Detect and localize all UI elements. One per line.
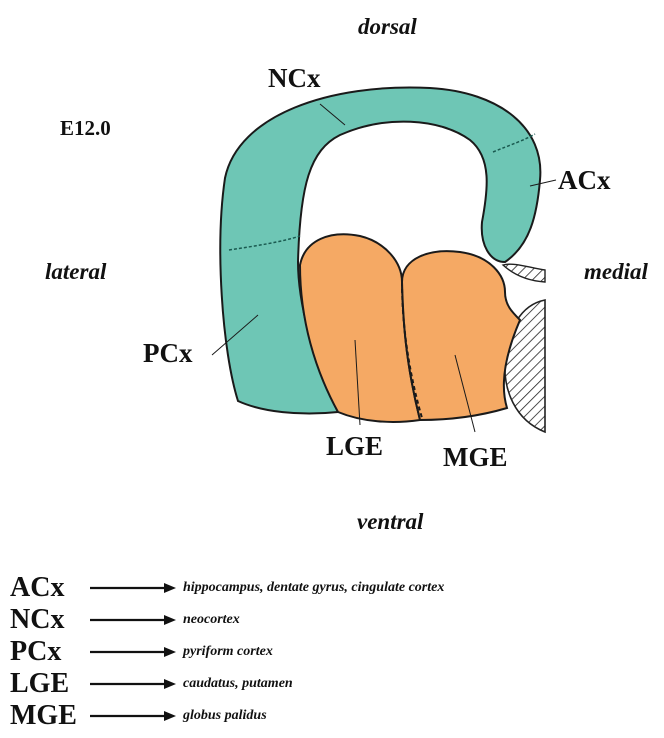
- embryonic-stage-label: E12.0: [60, 118, 111, 139]
- legend-key: LGE: [10, 668, 69, 700]
- legend-target: hippocampus, dentate gyrus, cingulate co…: [183, 580, 444, 596]
- mge-region: [402, 251, 520, 420]
- right-arrow-icon: [90, 646, 178, 658]
- legend-row: ACx hippocampus, dentate gyrus, cingulate…: [10, 572, 650, 604]
- ventral-label: ventral: [357, 510, 423, 533]
- dorsal-label: dorsal: [358, 15, 417, 38]
- medial-label: medial: [584, 260, 648, 283]
- legend-key: ACx: [10, 572, 64, 604]
- legend-target: caudatus, putamen: [183, 676, 293, 692]
- legend-row: LGE caudatus, putamen: [10, 668, 650, 700]
- legend-key: MGE: [10, 700, 77, 732]
- legend-target: neocortex: [183, 612, 240, 628]
- legend-target: globus palidus: [183, 708, 267, 724]
- acx-label: ACx: [558, 167, 611, 194]
- lateral-label: lateral: [45, 260, 106, 283]
- legend: ACx hippocampus, dentate gyrus, cingulate…: [10, 572, 650, 732]
- legend-row: NCx neocortex: [10, 604, 650, 636]
- legend-key: PCx: [10, 636, 61, 668]
- ncx-label: NCx: [268, 65, 321, 92]
- right-arrow-icon: [90, 582, 178, 594]
- legend-target: pyriform cortex: [183, 644, 273, 660]
- mge-label: MGE: [443, 444, 508, 471]
- legend-key: NCx: [10, 604, 64, 636]
- right-arrow-icon: [90, 678, 178, 690]
- legend-row: PCx pyriform cortex: [10, 636, 650, 668]
- right-arrow-icon: [90, 614, 178, 626]
- lge-label: LGE: [326, 433, 383, 460]
- pcx-label: PCx: [143, 340, 193, 367]
- choroid-hatched-region: [503, 264, 545, 282]
- right-arrow-icon: [90, 710, 178, 722]
- legend-row: MGE globus palidus: [10, 700, 650, 732]
